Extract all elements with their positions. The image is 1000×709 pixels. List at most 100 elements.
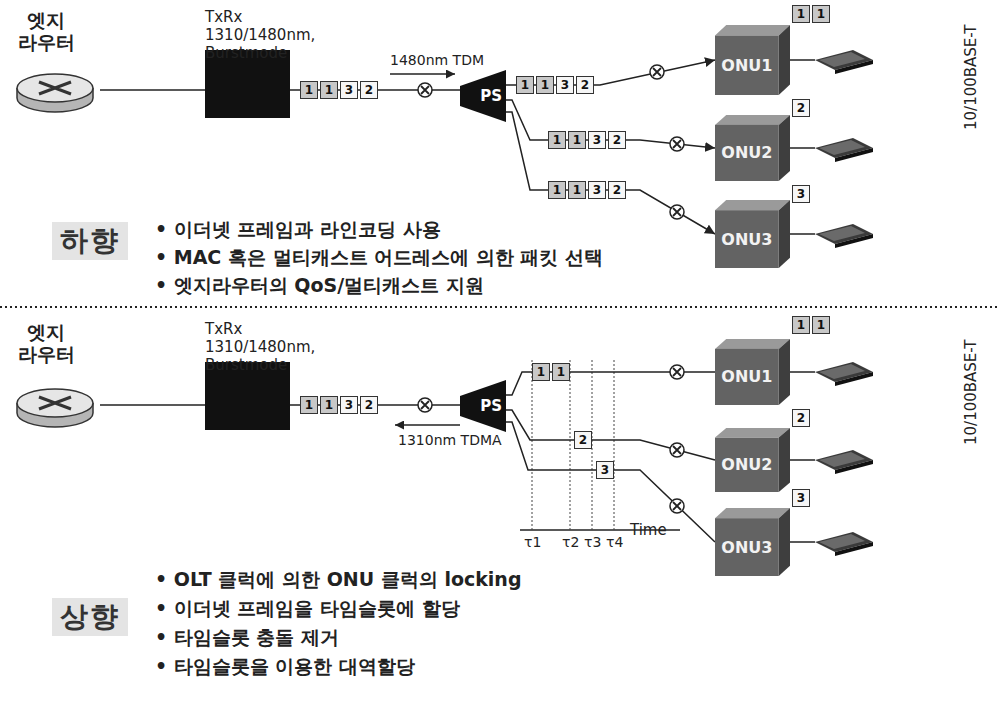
ps-label: PS (480, 397, 502, 415)
packet-frame: 3 (340, 81, 358, 99)
router-icon (17, 389, 93, 427)
fiber-link (100, 404, 205, 406)
onu-label: ONU3 (721, 230, 772, 249)
onu-box: ONU1 (715, 339, 790, 405)
packet-frame: 2 (608, 131, 626, 149)
frame-number: 2 (581, 79, 589, 91)
packet-frame: 3 (340, 396, 358, 414)
frame-number: 1 (553, 184, 561, 196)
frame-number: 1 (817, 8, 825, 20)
text-holder: ONU2 (715, 125, 779, 181)
packet-frame: 1 (792, 5, 810, 23)
frame-number: 3 (345, 399, 353, 411)
frame-number: 1 (573, 134, 581, 146)
text-holder: ONU3 (715, 518, 779, 576)
onu-label: ONU1 (721, 367, 772, 386)
fiber-link (506, 422, 715, 542)
frame-number: 2 (613, 134, 621, 146)
optical-connector (670, 443, 684, 457)
note-text: • 이더넷 프레임을 타임슬롯에 할당 (155, 597, 460, 620)
frame-number: 1 (541, 79, 549, 91)
packet-frame: 1 (568, 131, 586, 149)
packet-frame: 2 (574, 431, 592, 449)
frame-number: 2 (613, 184, 621, 196)
onu-box: ONU3 (715, 200, 790, 268)
frame-number: 1 (557, 366, 565, 378)
pc-icon (815, 532, 873, 556)
note-text: 1310nm TDMA (398, 432, 502, 449)
onu-pc-wires (787, 60, 815, 542)
optical-connector (418, 83, 432, 97)
port-type-label: 10/100BASE-T (962, 24, 980, 130)
fiber-link (506, 410, 715, 460)
packet-frame: 1 (548, 181, 566, 199)
edge-router: 엣지 라우터 (15, 322, 100, 424)
pc-icon (815, 224, 873, 248)
frame-number: 2 (365, 84, 373, 96)
frame-number: 1 (305, 399, 313, 411)
frame-number: 1 (537, 366, 545, 378)
fiber-link (506, 112, 715, 234)
olt-box: TxRx 1310/1480nm, Burstmode (205, 362, 290, 430)
text-holder: ONU3 (715, 210, 779, 268)
note-text: • 타임슬롯을 이용한 대역할당 (155, 655, 415, 678)
note-text: τ1 (524, 534, 540, 551)
frame-number: 2 (579, 434, 587, 446)
note-text: • 이더넷 프레임과 라인코딩 사용 (155, 218, 441, 241)
frame-number: 3 (593, 184, 601, 196)
direction-heading: 하향 (52, 222, 128, 260)
router-icon (17, 74, 93, 112)
packet-frame: 1 (536, 76, 554, 94)
onu-label: ONU1 (721, 56, 772, 75)
olt-label: TxRx 1310/1480nm, Burstmode (205, 8, 355, 62)
packet-frame: 3 (588, 181, 606, 199)
optical-connector (670, 137, 684, 151)
router-label: 엣지 라우터 (15, 322, 77, 366)
port-type-label: 10/100BASE-T (962, 339, 980, 445)
note-text: • 타임슬롯 충돌 제거 (155, 626, 339, 649)
optical-connector (670, 205, 684, 219)
packet-frame: 2 (360, 81, 378, 99)
note-text: • OLT 클럭에 의한 ONU 클럭의 locking (155, 568, 522, 591)
packet-frame: 2 (576, 76, 594, 94)
onu-label: ONU3 (721, 538, 772, 557)
olt-box: TxRx 1310/1480nm, Burstmode (205, 50, 290, 118)
note-text: • MAC 혹은 멀티캐스트 어드레스에 의한 패킷 선택 (155, 246, 603, 269)
frame-number: 3 (345, 84, 353, 96)
onu-box: ONU1 (715, 25, 790, 95)
packet-frame: 3 (792, 185, 810, 203)
onu-box: ONU2 (715, 428, 790, 492)
frame-number: 1 (325, 84, 333, 96)
onu-label: ONU2 (721, 143, 772, 162)
optical-connector (418, 398, 432, 412)
packet-frame: 1 (320, 81, 338, 99)
packet-frame: 3 (588, 131, 606, 149)
packet-frame: 3 (596, 461, 614, 479)
direction-arrow (390, 73, 455, 75)
frame-number: 1 (521, 79, 529, 91)
packet-frame: 1 (812, 316, 830, 334)
packet-frame: 1 (812, 5, 830, 23)
onu-box: ONU3 (715, 508, 790, 576)
note-text: Time (630, 521, 667, 539)
text-holder: ONU1 (715, 349, 779, 405)
frame-number: 2 (797, 102, 805, 114)
frame-number: 1 (817, 319, 825, 331)
direction-arrow (395, 424, 460, 426)
optical-connector (670, 499, 684, 513)
packet-frame: 3 (556, 76, 574, 94)
note-text: τ3 (584, 534, 600, 551)
optical-connector (670, 365, 684, 379)
frame-number: 1 (573, 184, 581, 196)
direction-heading: 상향 (52, 598, 128, 636)
olt-label: TxRx 1310/1480nm, Burstmode (205, 320, 355, 374)
optical-connector (650, 65, 664, 79)
passive-splitter: PS (460, 380, 506, 432)
pc-icon (815, 450, 873, 474)
frame-number: 2 (365, 399, 373, 411)
text-holder: 엣지 라우터 (15, 10, 77, 54)
packet-frame: 1 (532, 363, 550, 381)
pc-icon (815, 362, 873, 386)
packet-frame: 1 (300, 396, 318, 414)
